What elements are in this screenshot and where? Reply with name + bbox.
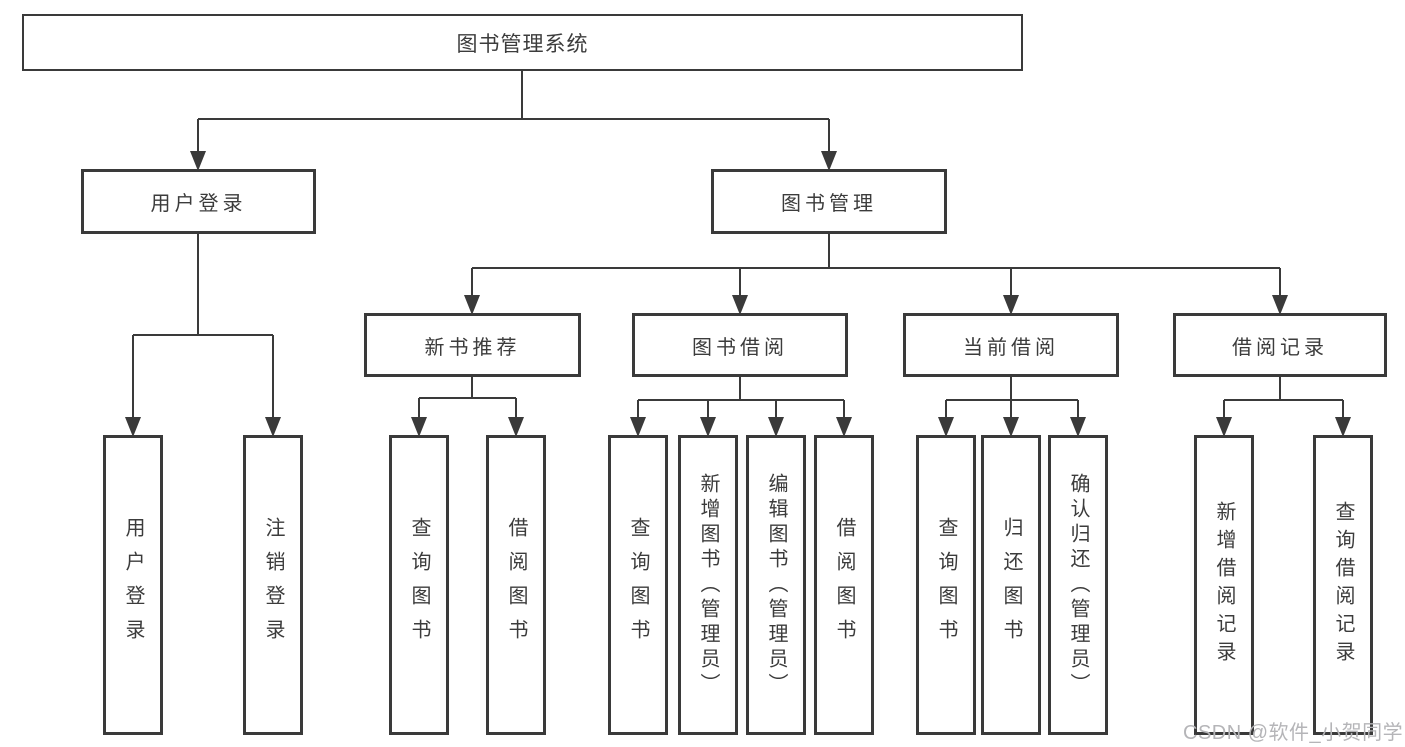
- node-root-system: 图书管理系统: [22, 14, 1023, 71]
- leaf-borrow-books-newbooks-label: 借阅图书: [505, 517, 527, 653]
- csdn-watermark: CSDN @软件_小贺同学: [1183, 722, 1404, 744]
- node-current-borrow-label: 当前借阅: [963, 336, 1059, 359]
- leaf-query-books-newbooks-label: 查询图书: [408, 517, 430, 653]
- leaf-user-login: 用户登录: [103, 435, 163, 735]
- leaf-query-borrow-record-label: 查询借阅记录: [1332, 501, 1354, 669]
- leaf-add-books-admin-label: 新增图书（管理员）: [697, 472, 719, 698]
- leaf-query-books-borrow-label: 查询图书: [627, 517, 649, 653]
- leaf-add-borrow-record: 新增借阅记录: [1194, 435, 1254, 735]
- leaf-add-borrow-record-label: 新增借阅记录: [1213, 501, 1235, 669]
- node-book-borrow-label: 图书借阅: [692, 336, 788, 359]
- node-current-borrow: 当前借阅: [903, 313, 1119, 377]
- leaf-query-books-current-label: 查询图书: [935, 517, 957, 653]
- leaf-return-books: 归还图书: [981, 435, 1041, 735]
- leaf-confirm-return-admin-label: 确认归还（管理员）: [1067, 472, 1089, 698]
- node-new-book-recommend-label: 新书推荐: [424, 336, 521, 359]
- node-borrow-records: 借阅记录: [1173, 313, 1387, 377]
- leaf-logout-label: 注销登录: [262, 517, 284, 653]
- node-borrow-records-label: 借阅记录: [1232, 336, 1328, 359]
- node-user-login-label: 用户登录: [150, 193, 247, 215]
- leaf-confirm-return-admin: 确认归还（管理员）: [1048, 435, 1108, 735]
- leaf-query-borrow-record: 查询借阅记录: [1313, 435, 1373, 735]
- leaf-borrow-books: 借阅图书: [814, 435, 874, 735]
- leaf-logout: 注销登录: [243, 435, 303, 735]
- node-book-management: 图书管理: [711, 169, 947, 234]
- arrowheads: [125, 151, 1351, 437]
- leaf-query-books-current: 查询图书: [916, 435, 976, 735]
- node-user-login: 用户登录: [81, 169, 316, 234]
- leaf-borrow-books-label: 借阅图书: [833, 517, 855, 653]
- node-new-book-recommend: 新书推荐: [364, 313, 581, 377]
- leaf-edit-books-admin: 编辑图书（管理员）: [746, 435, 806, 735]
- leaf-return-books-label: 归还图书: [1000, 517, 1022, 653]
- leaf-user-login-label: 用户登录: [122, 517, 144, 653]
- leaf-query-books-borrow: 查询图书: [608, 435, 668, 735]
- leaf-borrow-books-newbooks: 借阅图书: [486, 435, 546, 735]
- node-root-label: 图书管理系统: [456, 32, 589, 56]
- leaf-query-books-newbooks: 查询图书: [389, 435, 449, 735]
- node-book-borrow: 图书借阅: [632, 313, 848, 377]
- node-book-management-label: 图书管理: [781, 193, 877, 215]
- leaf-edit-books-admin-label: 编辑图书（管理员）: [765, 472, 787, 698]
- leaf-add-books-admin: 新增图书（管理员）: [678, 435, 738, 735]
